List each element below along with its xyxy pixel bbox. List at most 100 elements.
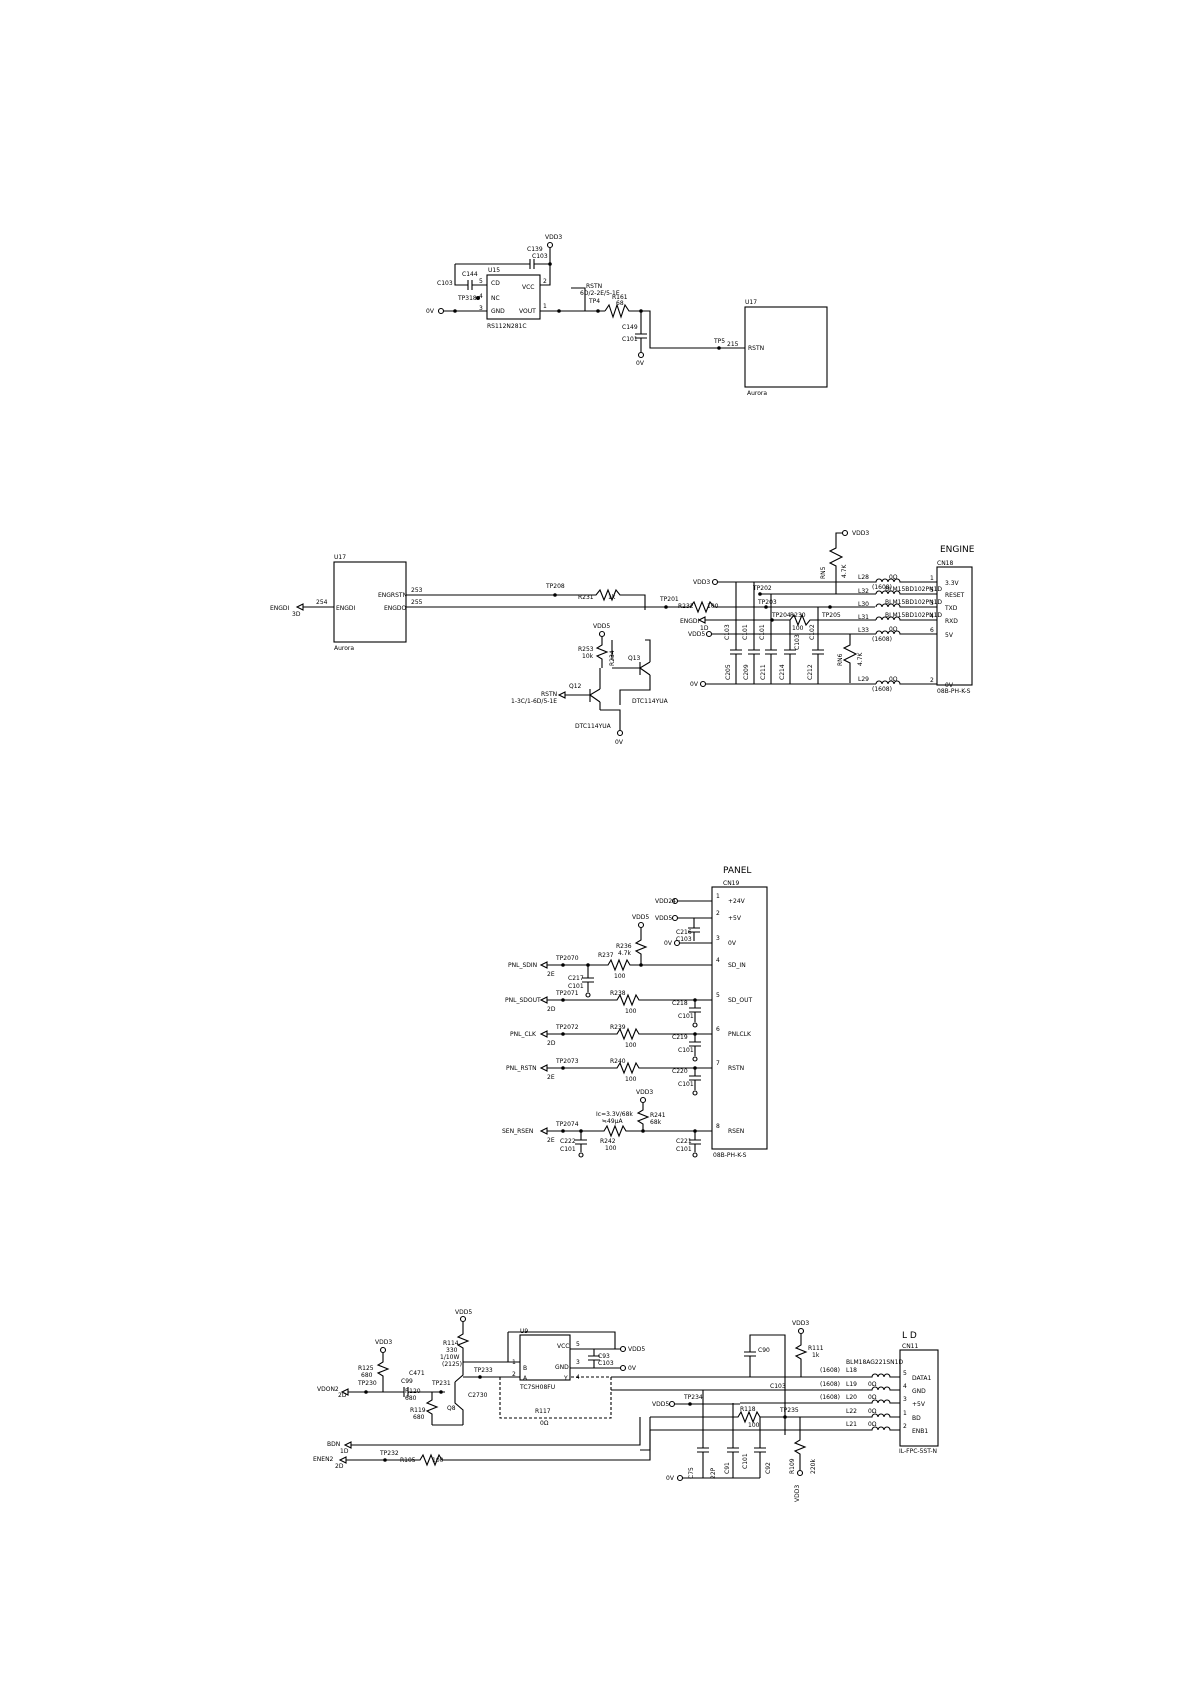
enen2-sheet: 2D: [335, 1463, 344, 1470]
cn19-pin1-name: +24V: [728, 898, 746, 905]
r125-wire: [376, 1353, 390, 1392]
cap-205: [730, 582, 742, 684]
vdd3-label: VDD3: [636, 1089, 653, 1096]
u15-pinnum-2: 2: [543, 278, 547, 285]
u15-pinnum-5: 5: [479, 278, 483, 285]
cn19-pin6-name: PNLCLK: [728, 1031, 752, 1038]
cn11-pin2-name: ENB1: [912, 1428, 928, 1435]
r119-ref: R119: [410, 1407, 426, 1414]
rsen-sheet: 2E: [547, 1137, 555, 1144]
cn19-pin4-name: SD_IN: [728, 962, 746, 969]
r253-val: 10k: [582, 653, 594, 660]
u15-pin-vout: VOUT: [519, 308, 536, 315]
tp203-label: TP203: [757, 599, 777, 606]
l32-ref: L32: [858, 588, 869, 595]
cn19-pin3-num: 3: [716, 935, 720, 942]
u9-label-y: Y: [563, 1375, 568, 1382]
c216-val: C103: [676, 936, 692, 943]
r114-ref: R114: [443, 1340, 459, 1347]
cn19-part: 08B-PH-K-S: [713, 1152, 747, 1159]
tp231-point: [439, 1390, 443, 1394]
cn19-pin1-num: 1: [716, 893, 720, 900]
cap-val-4: C102: [809, 624, 816, 640]
r109-ref: R109: [789, 1458, 796, 1474]
rstn-in-arrow: [557, 691, 568, 699]
sdout-r: R238: [610, 990, 626, 997]
c99-symbol: [403, 1387, 409, 1397]
cn11-pin1-name: BD: [912, 1415, 921, 1422]
r161-ref: R161: [612, 294, 628, 301]
sdin-sheet: 2E: [547, 971, 555, 978]
clk-cv: C101: [678, 1047, 694, 1054]
r230-val: 100: [792, 625, 804, 632]
u15-pin-gnd: GND: [491, 308, 505, 315]
rstn-in-label: RSTN: [541, 691, 557, 698]
l18-ref: L18: [846, 1367, 857, 1374]
q12-ref: Q12: [569, 683, 582, 690]
c99-ref: C99: [401, 1378, 413, 1385]
inductor-l31: [875, 616, 937, 621]
cn18-ref: CN18: [937, 560, 953, 567]
rsen-r: R242: [600, 1138, 616, 1145]
vdd3b-label: VDD3: [792, 1320, 809, 1327]
engdo-wire: [406, 600, 875, 614]
u17-engine-name: Aurora: [334, 645, 354, 652]
c75-ref: C75: [688, 1467, 695, 1479]
r105-ref: R105: [400, 1457, 416, 1464]
net253: 253: [411, 587, 423, 594]
tp203-point: [764, 605, 768, 609]
u17-pin-engrstn: ENGRSTN: [378, 592, 407, 599]
cn18-pin3-name: TXD: [944, 605, 958, 612]
cn19-pin5-name: SD_OUT: [728, 997, 753, 1004]
vdd5-terminal: [705, 630, 713, 638]
q13-ref: Q13: [628, 655, 641, 662]
r125-ref: R125: [358, 1365, 374, 1372]
c149-wire: [635, 311, 647, 352]
enen2-label: ENEN2: [313, 1456, 334, 1463]
vdd3-terminal: [379, 1346, 387, 1354]
vdd5b-label: VDD5: [593, 623, 610, 630]
r236-val: 4.7k: [618, 950, 632, 957]
clk-tp: TP2072: [555, 1024, 579, 1031]
l28-size: (1608): [872, 584, 892, 591]
tp201-point: [664, 605, 668, 609]
cn18-pin2-name: 0V: [945, 682, 954, 689]
bd-tail: [640, 1417, 651, 1451]
vdd24-label: VDD24: [655, 898, 676, 905]
c92-wire: [754, 1417, 766, 1478]
inductor-l32: [875, 590, 937, 595]
rsen-tp: TP2074: [555, 1121, 579, 1128]
cn18-box: [936, 566, 973, 686]
r241-val: 68k: [650, 1119, 662, 1126]
cn11-pin3-name: +5V: [912, 1401, 926, 1408]
cap-val-2: C101: [759, 624, 766, 640]
engdi-in-sheet: 3D: [292, 611, 301, 618]
l31-ref: L31: [858, 614, 869, 621]
vdd24-terminal: [671, 897, 679, 905]
cn18-pin1-name: 3.3V: [945, 580, 960, 587]
clk-sheet: 2D: [547, 1040, 556, 1047]
engine-section: ENGINE CN18 08B-PH-K-S U17 Aurora ENGDI …: [270, 529, 975, 746]
r120-val: 680: [405, 1395, 417, 1402]
cn19-pin8-name: RSEN: [728, 1128, 744, 1135]
rstn-r: R240: [610, 1058, 626, 1065]
c90-wire: [744, 1334, 786, 1435]
r114-val: 330: [446, 1347, 458, 1354]
r119-val: 680: [413, 1414, 425, 1421]
gnd-label: 0V: [664, 940, 673, 947]
c91-ref: C91: [724, 1462, 731, 1474]
cn18-part: 08B-PH-K-S: [937, 688, 971, 695]
tp234-label: TP234: [683, 1394, 703, 1401]
gnd2-terminal: [616, 729, 624, 737]
l21-val: 0Ω: [868, 1421, 877, 1428]
r114-q8-wire: [454, 1322, 508, 1425]
cn11-part: IL-FPC-5ST-N: [899, 1448, 937, 1455]
vdd3b-terminal: [797, 1327, 805, 1335]
vdon2-sheet: 2D: [338, 1392, 347, 1399]
r236-wire: [634, 928, 648, 965]
rstn-tp: TP2073: [555, 1058, 579, 1065]
sdin-c: C217: [568, 975, 584, 982]
vdd3-label: VDD3: [693, 579, 710, 586]
cap-ref-0: C205: [725, 664, 732, 680]
l22-ref: L22: [846, 1408, 857, 1415]
